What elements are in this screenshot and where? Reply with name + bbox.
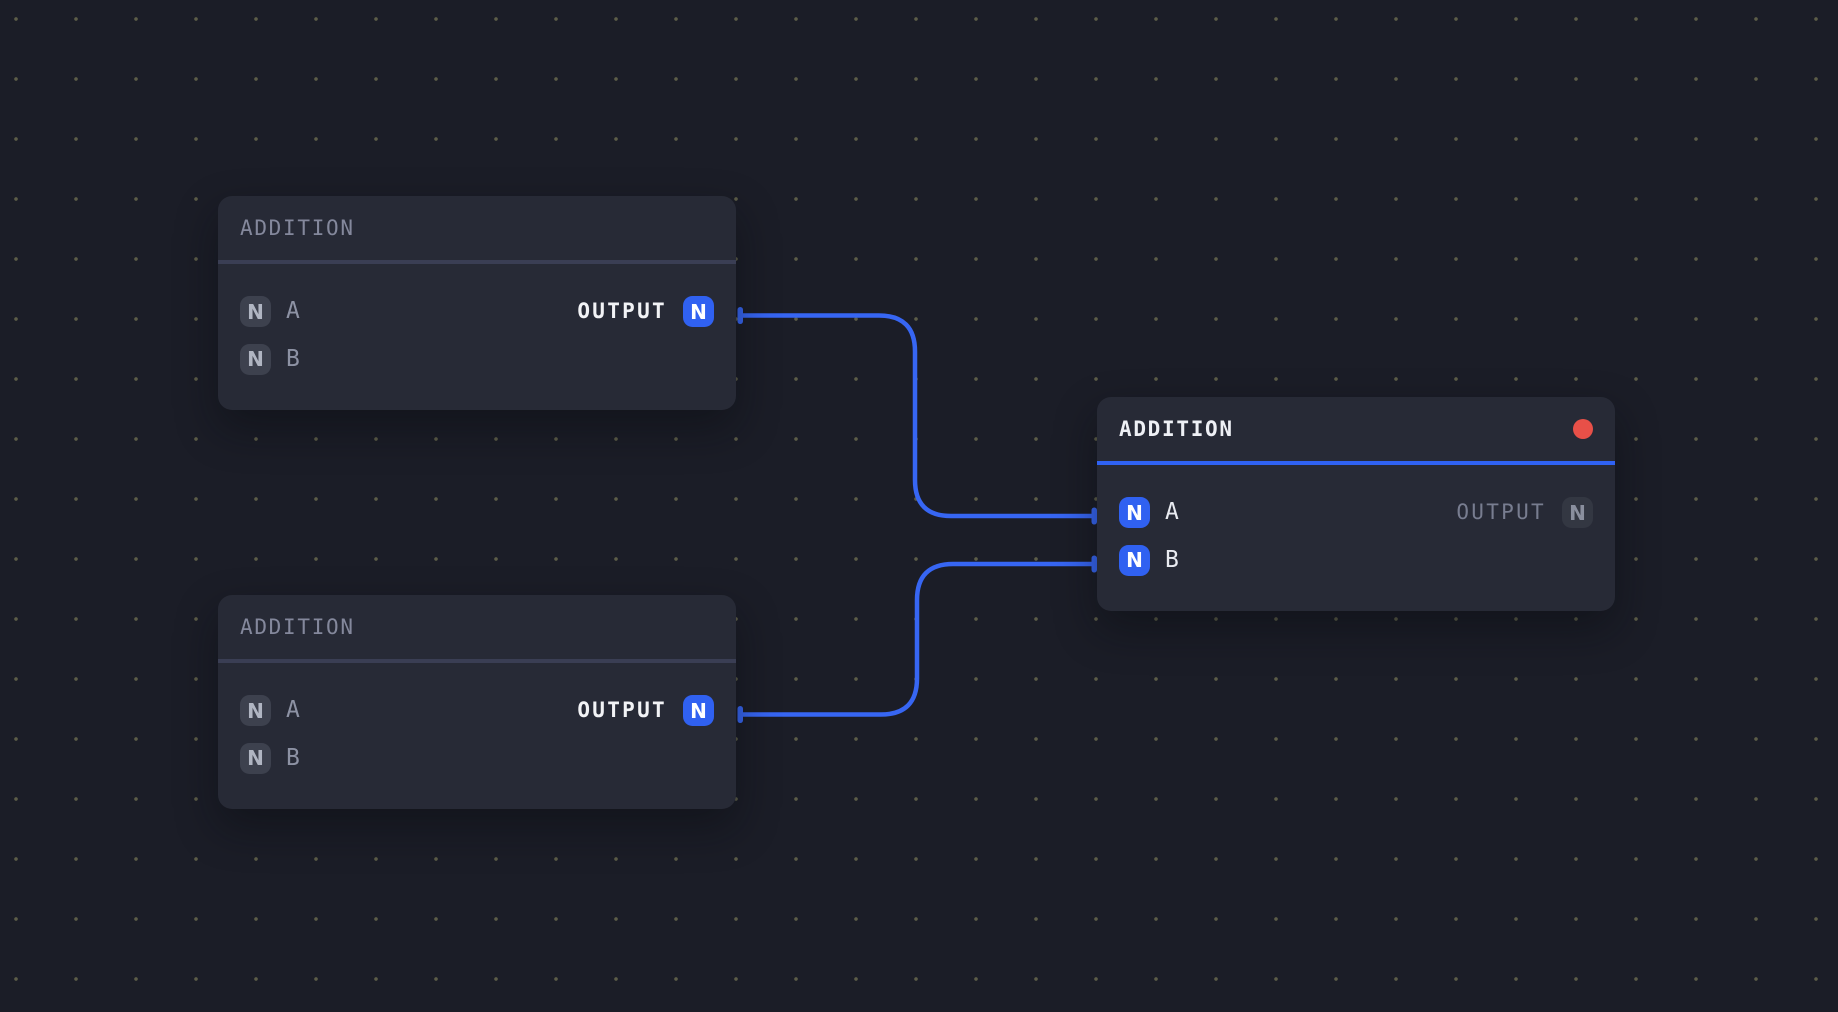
- port-stub-addition3-input-b[interactable]: [1091, 555, 1098, 573]
- port-row-b: N B: [240, 742, 714, 774]
- input-a-label: A: [286, 697, 300, 723]
- input-a-label: A: [1165, 499, 1179, 525]
- port-stub-addition1-output[interactable]: [737, 307, 744, 324]
- node-body: N A OUTPUT N N B: [218, 264, 736, 375]
- output-type-badge[interactable]: N: [1562, 497, 1593, 528]
- input-b-type-badge[interactable]: N: [240, 343, 271, 375]
- input-b-label: B: [286, 345, 300, 372]
- node-addition-3[interactable]: ADDITION N A OUTPUT N N B: [1097, 397, 1615, 611]
- port-stub-addition2-output[interactable]: [737, 706, 744, 723]
- output-label: OUTPUT: [577, 698, 667, 722]
- output-type-badge[interactable]: N: [683, 695, 714, 726]
- port-stub-addition3-input-a[interactable]: [1091, 507, 1098, 525]
- node-header[interactable]: ADDITION: [1097, 397, 1615, 465]
- port-row-a: N A OUTPUT N: [240, 695, 714, 726]
- port-row-b: N B: [240, 343, 714, 375]
- port-row-b: N B: [1119, 544, 1593, 576]
- output-label: OUTPUT: [1456, 500, 1546, 524]
- node-title: ADDITION: [240, 215, 355, 240]
- node-title: ADDITION: [1119, 416, 1234, 441]
- error-status-dot: [1573, 419, 1593, 439]
- input-b-label: B: [1165, 546, 1179, 573]
- connection-wire-addition2-to-addition3-input-b[interactable]: [737, 561, 1097, 717]
- input-a-type-badge[interactable]: N: [240, 695, 271, 726]
- port-row-a: N A OUTPUT N: [1119, 497, 1593, 528]
- node-body: N A OUTPUT N N B: [218, 663, 736, 774]
- output-type-badge[interactable]: N: [683, 296, 714, 327]
- input-b-type-badge[interactable]: N: [1119, 544, 1150, 576]
- port-row-a: N A OUTPUT N: [240, 296, 714, 327]
- input-a-label: A: [286, 298, 300, 324]
- input-b-label: B: [286, 744, 300, 771]
- node-title: ADDITION: [240, 614, 355, 639]
- input-b-type-badge[interactable]: N: [240, 742, 271, 774]
- output-label: OUTPUT: [577, 299, 667, 323]
- connection-wire-addition1-to-addition3-input-a[interactable]: [737, 313, 1097, 519]
- node-addition-2[interactable]: ADDITION N A OUTPUT N N B: [218, 595, 736, 809]
- input-a-type-badge[interactable]: N: [240, 296, 271, 327]
- node-addition-1[interactable]: ADDITION N A OUTPUT N N B: [218, 196, 736, 410]
- input-a-type-badge[interactable]: N: [1119, 497, 1150, 528]
- node-header[interactable]: ADDITION: [218, 595, 736, 663]
- node-header[interactable]: ADDITION: [218, 196, 736, 264]
- node-body: N A OUTPUT N N B: [1097, 465, 1615, 576]
